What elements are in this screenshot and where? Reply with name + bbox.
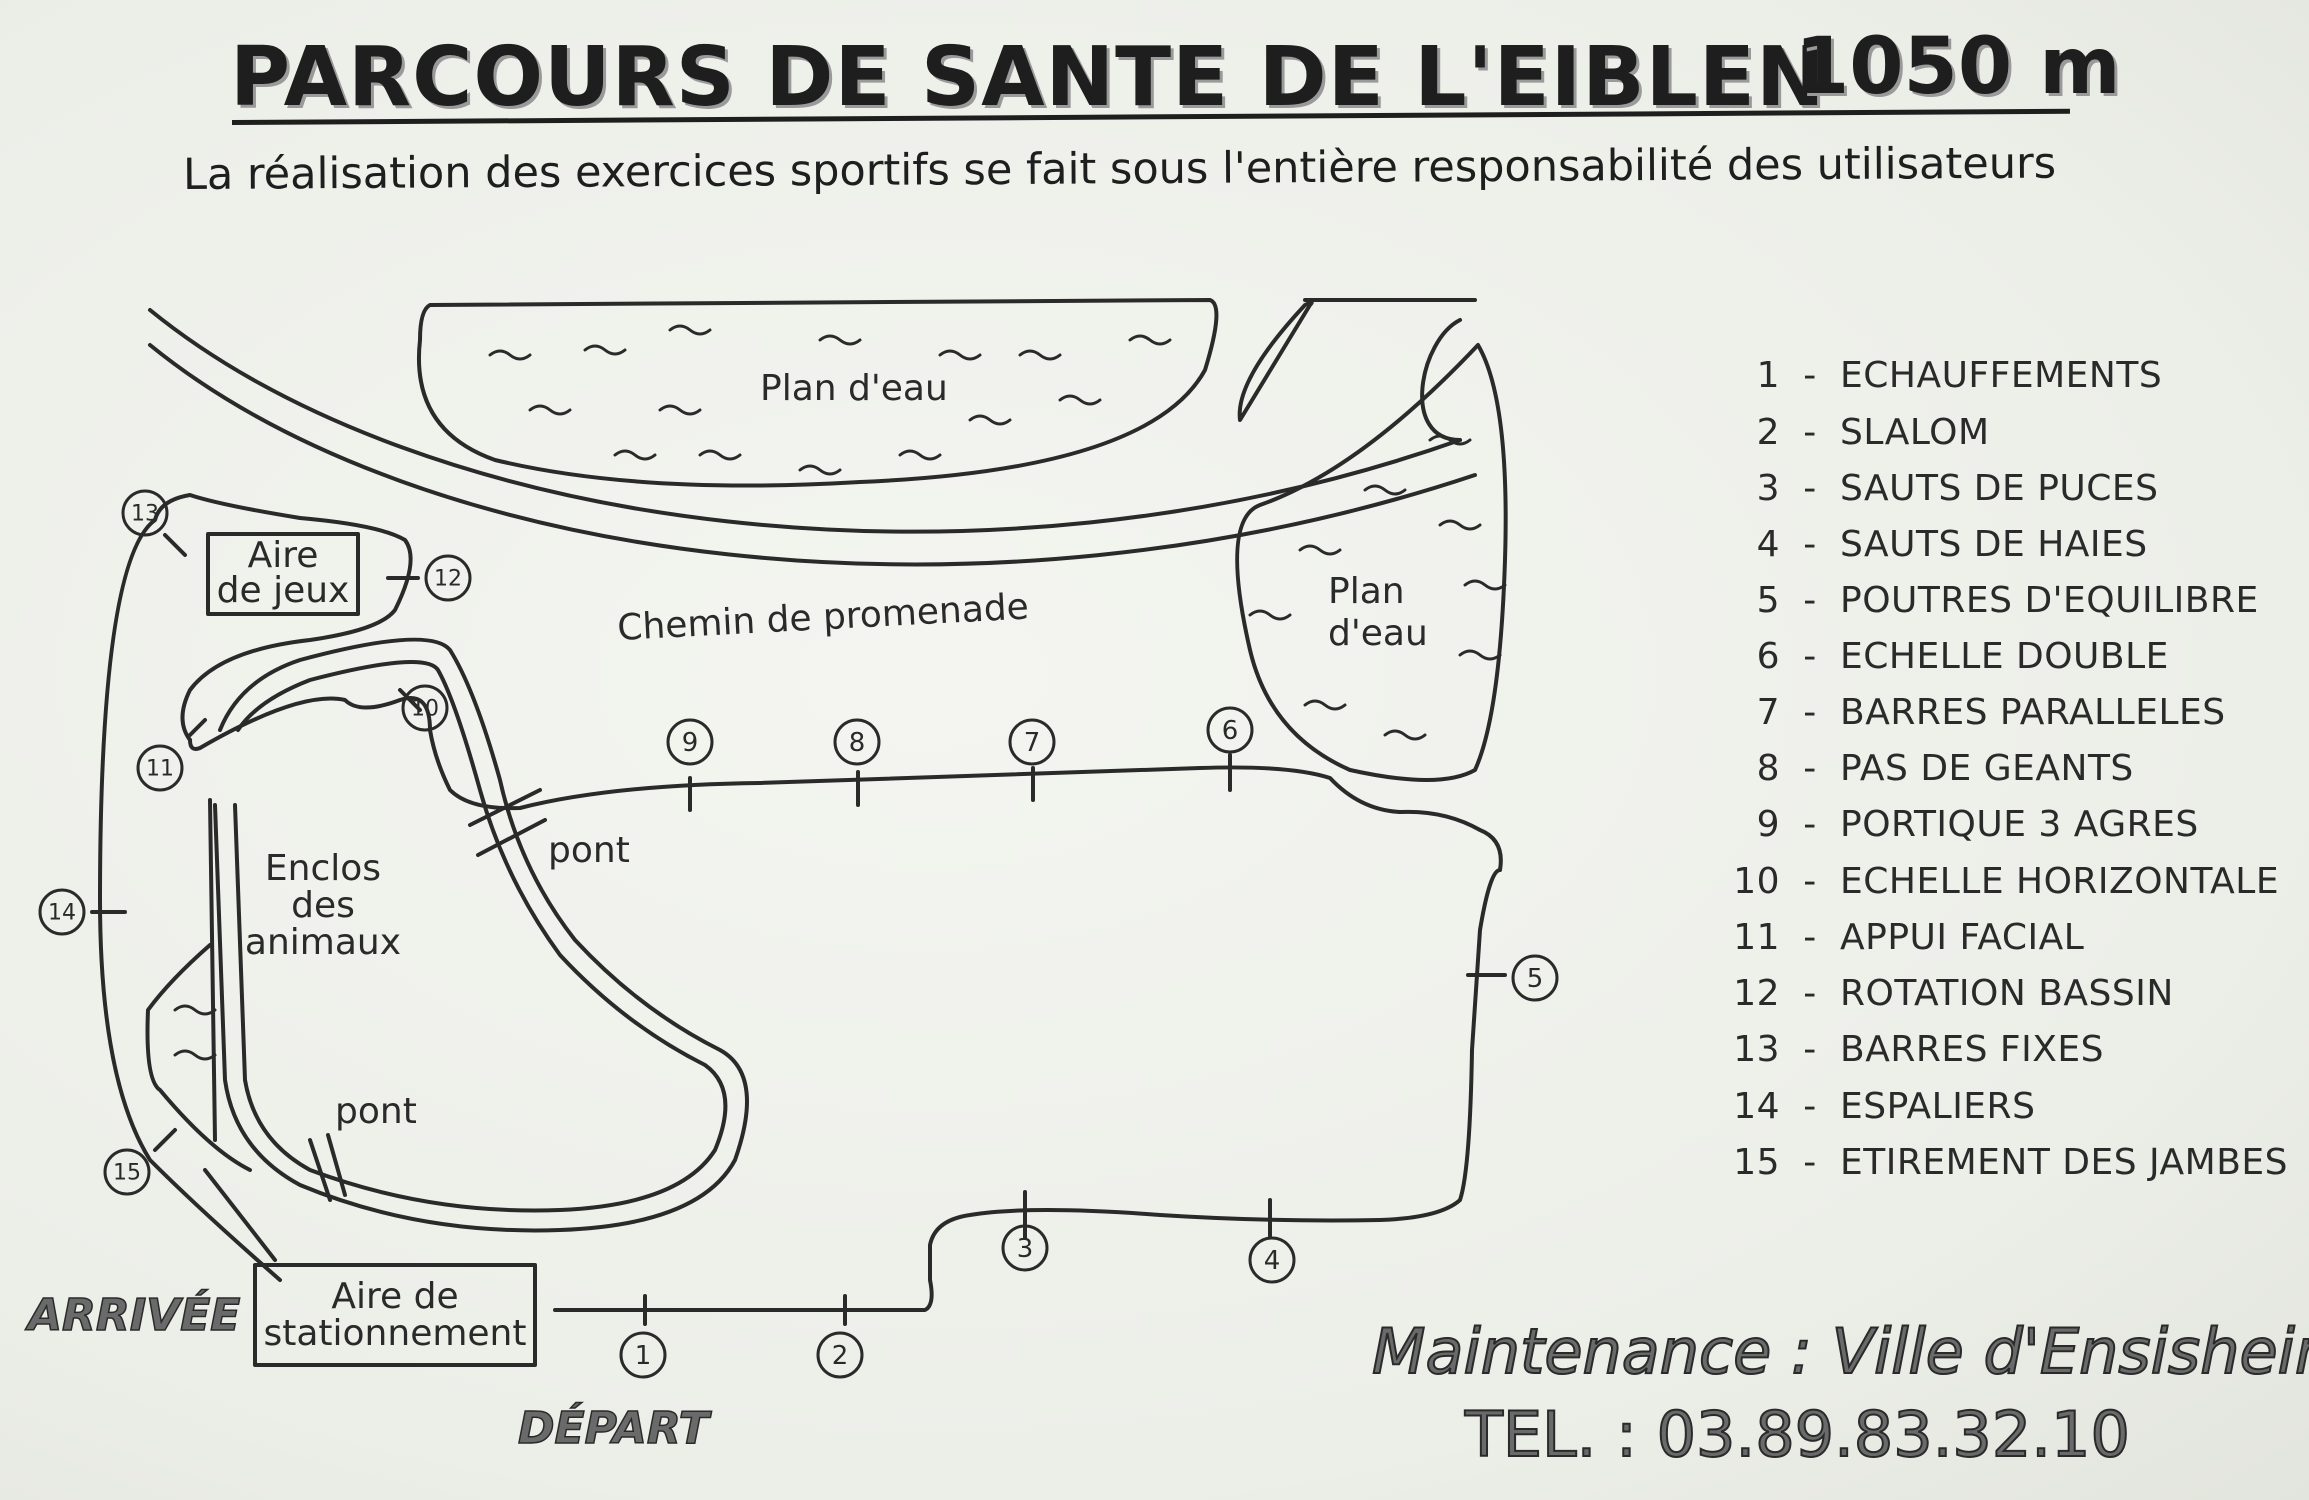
station-9-marker <box>666 718 714 766</box>
promenade-path-inner <box>148 343 1477 567</box>
enclos-label-1: Enclos <box>265 848 381 889</box>
track-left-outer <box>98 493 302 1282</box>
station-12-number: 12 <box>434 567 462 592</box>
lake-top-outline <box>417 298 1219 488</box>
station-2-marker <box>816 1331 864 1379</box>
station-15-number: 15 <box>113 1161 141 1186</box>
station-3-marker <box>1001 1224 1049 1272</box>
station-7-number: 7 <box>1024 728 1041 758</box>
station-11-marker <box>136 744 184 792</box>
bridge-upper-b <box>476 818 547 857</box>
legend-item: 8-PAS DE GEANTS <box>1756 748 2134 789</box>
departure-label: DÉPART <box>517 1402 709 1455</box>
legend-item: 15-ETIREMENT DES JAMBES <box>1733 1142 2289 1183</box>
station-1-number: 1 <box>635 1341 652 1371</box>
station-4-number: 4 <box>1264 1246 1281 1276</box>
station-7-marker <box>1008 718 1056 766</box>
arrival-label: ARRIVÉE <box>27 1289 241 1342</box>
parking-box <box>253 1263 537 1367</box>
wave-marks <box>173 324 1507 1061</box>
legend-item: 12-ROTATION BASSIN <box>1733 973 2174 1014</box>
phone-number: TEL. : 03.89.83.32.10 <box>1464 1397 2131 1472</box>
bridge-upper-a <box>468 788 542 827</box>
legend-item: 2-SLALOM <box>1756 412 1990 453</box>
station-3-number: 3 <box>1017 1234 1034 1264</box>
track-main <box>428 728 1503 1312</box>
station-10-marker <box>401 684 449 732</box>
parking-link <box>203 1168 277 1262</box>
station-12-marker <box>424 554 472 602</box>
enclos-label-2: des <box>291 885 355 926</box>
station-6-number: 6 <box>1222 716 1239 746</box>
legend-item: 11-APPUI FACIAL <box>1733 917 2085 958</box>
station-8-number: 8 <box>849 728 866 758</box>
page-title: PARCOURS DE SANTE DE L'EIBLEN <box>230 30 1826 125</box>
stream-inner-b <box>233 660 728 1213</box>
enclos-label-3: animaux <box>245 922 401 963</box>
legend-item: 1-ECHAUFFEMENTS <box>1756 355 2163 396</box>
promenade-path-outer <box>148 308 1462 534</box>
station-10-number: 10 <box>411 697 439 722</box>
station-9-number: 9 <box>682 728 699 758</box>
lake-top-label: Plan d'eau <box>760 368 948 409</box>
course-distance: 1050 m <box>1795 22 2121 112</box>
wedge-outline <box>1237 300 1314 422</box>
station-8-marker <box>833 718 881 766</box>
aire-jeux-box <box>206 532 360 616</box>
station-14-marker <box>38 888 86 936</box>
station-13-marker <box>121 489 169 537</box>
lake-right-label-1: Plan <box>1328 571 1405 612</box>
parking-label-1: Aire de <box>331 1276 458 1317</box>
station-14-number: 14 <box>48 901 76 926</box>
bridge-lower-label: pont <box>335 1091 417 1132</box>
station-5-marker <box>1511 954 1559 1002</box>
aire-jeux-label-2: de jeux <box>217 570 350 611</box>
stream-inner-a <box>213 637 749 1233</box>
legend-item: 10-ECHELLE HORIZONTALE <box>1733 861 2280 902</box>
promenade-label: Chemin de promenade <box>616 586 1029 648</box>
left-pond-outline <box>145 943 252 1172</box>
station-1-marker <box>619 1331 667 1379</box>
legend-item: 7-BARRES PARALLELES <box>1756 692 2226 733</box>
legend-item: 6-ECHELLE DOUBLE <box>1756 636 2169 677</box>
legend-item: 13-BARRES FIXES <box>1733 1029 2104 1070</box>
station-2-number: 2 <box>832 1341 849 1371</box>
legend-item: 3-SAUTS DE PUCES <box>1756 468 2159 509</box>
legend-item: 9-PORTIQUE 3 AGRES <box>1756 804 2199 845</box>
legend-item: 4-SAUTS DE HAIES <box>1756 524 2148 565</box>
station-6-marker <box>1206 706 1254 754</box>
legend-item: 5-POUTRES D'EQUILIBRE <box>1756 580 2259 621</box>
track-loop-jeux <box>180 516 413 742</box>
track-upper-left <box>188 696 432 751</box>
station-ticks <box>90 533 1507 1326</box>
lake-right-label-2: d'eau <box>1328 613 1428 654</box>
aire-jeux-label-1: Aire <box>248 535 319 576</box>
legend-item: 14-ESPALIERS <box>1733 1086 2036 1127</box>
lake-right-outline <box>1235 343 1508 782</box>
bridge-upper-label: pont <box>548 830 630 871</box>
maintenance-text: Maintenance : Ville d'Ensisheim <box>1371 1314 2309 1389</box>
station-4-marker <box>1248 1236 1296 1284</box>
bridge-lower-b <box>326 1133 347 1197</box>
station-13-number: 13 <box>131 502 159 527</box>
station-5-number: 5 <box>1527 964 1544 994</box>
enclos-boundary <box>208 798 217 1142</box>
parking-label-2: stationnement <box>263 1313 526 1354</box>
station-15-marker <box>103 1148 151 1196</box>
station-circles <box>38 489 1559 1379</box>
station-11-number: 11 <box>146 757 174 782</box>
bridge-lower-a <box>308 1138 332 1202</box>
